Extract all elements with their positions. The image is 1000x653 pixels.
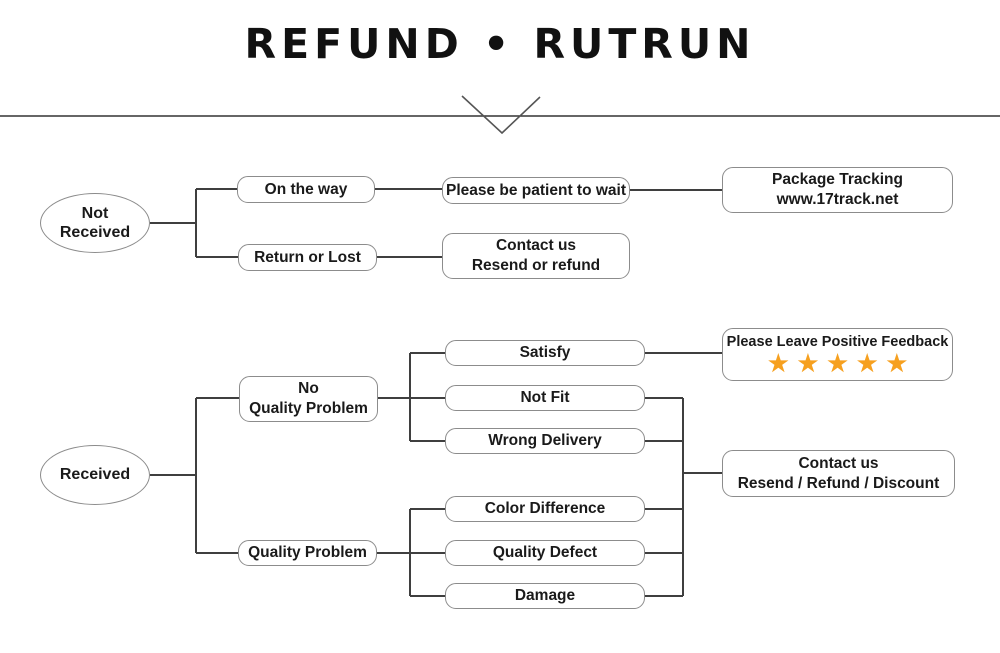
node-return-or-lost: Return or Lost — [238, 244, 377, 271]
node-package-tracking: Package Tracking www.17track.net — [722, 167, 953, 213]
node-wrong-delivery: Wrong Delivery — [445, 428, 645, 454]
node-received: Received — [40, 445, 150, 505]
star-icon: ★ — [827, 349, 848, 376]
five-star-rating: ★ ★ ★ ★ ★ — [767, 349, 908, 376]
node-not-fit: Not Fit — [445, 385, 645, 411]
node-label: Package Tracking — [772, 171, 903, 189]
node-label: Resend or refund — [471, 257, 601, 274]
node-label: Received — [59, 466, 131, 484]
node-quality-problem: Quality Problem — [238, 540, 377, 566]
node-positive-feedback: Please Leave Positive Feedback ★ ★ ★ ★ ★ — [722, 328, 953, 381]
node-label: Resend / Refund / Discount — [737, 474, 940, 492]
node-label: Not — [81, 204, 109, 222]
node-on-the-way: On the way — [237, 176, 375, 203]
node-label: On the way — [264, 180, 348, 198]
node-contact-us-resend-refund: Contact us Resend or refund — [442, 233, 630, 279]
received-connectors — [150, 352, 722, 597]
star-icon: ★ — [767, 349, 789, 376]
node-label: Quality Defect — [492, 544, 598, 562]
node-label: Received — [59, 224, 131, 241]
node-label: Quality Problem — [249, 400, 368, 417]
node-label: Wrong Delivery — [488, 432, 602, 450]
node-label: No — [298, 380, 319, 398]
node-satisfy: Satisfy — [445, 340, 645, 366]
not-received-connectors — [150, 188, 722, 258]
node-label: Return or Lost — [254, 248, 361, 266]
node-label: Contact us — [495, 237, 577, 255]
node-label: Satisfy — [519, 344, 571, 362]
node-label: Please Leave Positive Feedback — [726, 334, 949, 351]
node-label: Please be patient to wait — [445, 181, 627, 199]
node-damage: Damage — [445, 583, 645, 609]
star-icon: ★ — [856, 349, 878, 376]
node-quality-defect: Quality Defect — [445, 540, 645, 566]
node-not-received: Not Received — [40, 193, 150, 253]
node-please-be-patient: Please be patient to wait — [442, 177, 630, 204]
node-no-quality-problem: No Quality Problem — [239, 376, 378, 422]
star-icon: ★ — [886, 349, 908, 376]
star-icon: ★ — [797, 349, 819, 376]
node-label: Not Fit — [520, 389, 570, 407]
chevron-down-icon — [461, 95, 541, 135]
page-title: REFUND • RUTRUN — [244, 20, 756, 68]
node-contact-us-resend-refund-discount: Contact us Resend / Refund / Discount — [722, 450, 955, 497]
node-color-difference: Color Difference — [445, 496, 645, 522]
node-label: Damage — [514, 587, 576, 605]
node-label: Contact us — [798, 454, 879, 472]
node-label: Color Difference — [484, 500, 606, 518]
node-label: Quality Problem — [248, 544, 367, 562]
tracking-url: www.17track.net — [776, 191, 899, 208]
